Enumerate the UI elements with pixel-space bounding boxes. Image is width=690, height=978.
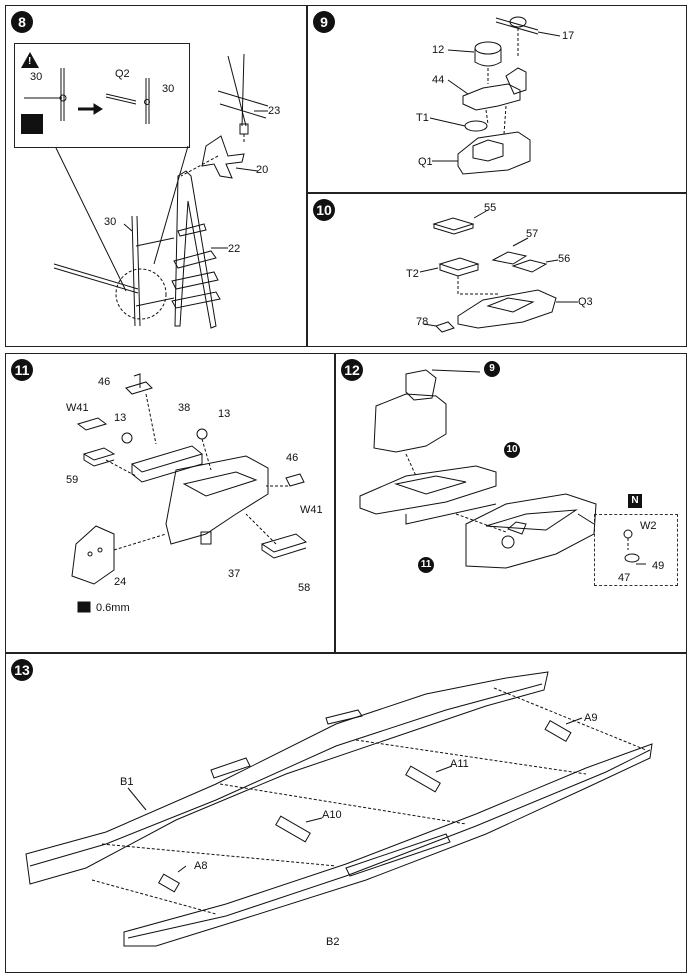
part-label-13: 13 bbox=[114, 412, 127, 424]
step-12-drawing bbox=[359, 369, 646, 569]
step-10-drawing bbox=[419, 209, 578, 333]
step-number: 11 bbox=[11, 359, 33, 381]
part-label-47: 47 bbox=[618, 572, 631, 584]
part-label-46: 46 bbox=[286, 452, 299, 464]
part-label-59: 59 bbox=[66, 474, 79, 486]
part-label-30: 30 bbox=[162, 83, 175, 95]
part-label-30: 30 bbox=[104, 216, 117, 228]
part-label-w2: W2 bbox=[640, 520, 657, 532]
step-reference-11: 11 bbox=[418, 557, 434, 573]
part-label-56: 56 bbox=[558, 253, 571, 265]
detail-inset: ! bbox=[14, 43, 190, 148]
step-13-drawing bbox=[25, 671, 653, 947]
step-number: 12 bbox=[341, 359, 363, 381]
step-11-panel: 11 bbox=[5, 353, 335, 653]
detail-box bbox=[594, 514, 678, 586]
step-number: 13 bbox=[11, 659, 33, 681]
cement-icon: N bbox=[628, 494, 642, 508]
part-label-t1: T1 bbox=[416, 112, 429, 124]
part-label-w41: W41 bbox=[300, 504, 323, 516]
part-label-t2: T2 bbox=[406, 268, 419, 280]
part-label-13: 13 bbox=[218, 408, 231, 420]
part-label-78: 78 bbox=[416, 316, 429, 328]
part-label-20: 20 bbox=[256, 164, 269, 176]
part-label-b1: B1 bbox=[120, 776, 134, 788]
part-label-22: 22 bbox=[228, 243, 241, 255]
part-label-17: 17 bbox=[562, 30, 575, 42]
part-label-w41: W41 bbox=[66, 402, 89, 414]
part-label-23: 23 bbox=[268, 105, 281, 117]
step-number: 10 bbox=[313, 199, 335, 221]
part-label-12: 12 bbox=[432, 44, 445, 56]
step-11-drawing bbox=[71, 373, 308, 613]
part-label-30: 30 bbox=[30, 71, 43, 83]
step-9-panel: 9 17 12 44 T1 Q1 bbox=[307, 5, 687, 193]
part-label-49: 49 bbox=[652, 560, 665, 572]
part-label-57: 57 bbox=[526, 228, 539, 240]
step-number: 9 bbox=[313, 11, 335, 33]
part-label-46: 46 bbox=[98, 376, 111, 388]
step-reference-10: 10 bbox=[504, 442, 520, 458]
step-8-drawing bbox=[24, 53, 269, 329]
part-label-a11: A11 bbox=[450, 758, 469, 770]
step-8-panel: 8 ! bbox=[5, 5, 307, 347]
part-label-38: 38 bbox=[178, 402, 191, 414]
step-number: 8 bbox=[11, 11, 33, 33]
part-label-44: 44 bbox=[432, 74, 445, 86]
part-label-q3: Q3 bbox=[578, 296, 593, 308]
step-13-panel: 13 bbox=[5, 653, 687, 973]
part-label-a10: A10 bbox=[322, 809, 342, 821]
part-label-58: 58 bbox=[298, 582, 311, 594]
part-label-a9: A9 bbox=[584, 712, 598, 724]
warning-icon: ! bbox=[21, 52, 39, 68]
step-reference-9: 9 bbox=[484, 361, 500, 377]
part-label-37: 37 bbox=[228, 568, 241, 580]
step-9-drawing bbox=[429, 16, 561, 175]
step-10-panel: 10 55 57 T2 56 Q3 78 bbox=[307, 193, 687, 347]
part-label-q2: Q2 bbox=[115, 68, 130, 80]
part-label-b2: B2 bbox=[326, 936, 340, 948]
drill-size-label: 0.6mm bbox=[96, 602, 130, 614]
part-label-24: 24 bbox=[114, 576, 127, 588]
step-12-panel: 12 9 10 11 N W2 49 47 bbox=[335, 353, 687, 653]
part-label-a8: A8 bbox=[194, 860, 208, 872]
part-label-55: 55 bbox=[484, 202, 497, 214]
part-label-q1: Q1 bbox=[418, 156, 433, 168]
cement-icon bbox=[21, 114, 43, 134]
